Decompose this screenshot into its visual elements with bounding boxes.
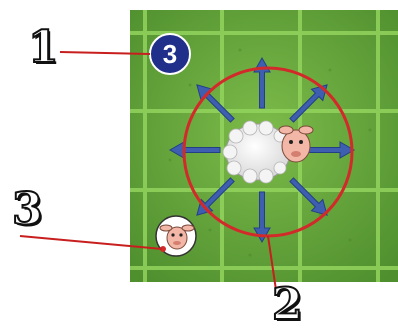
callout-number-2: 2 — [272, 283, 303, 327]
callout-number-1: 1 — [28, 26, 59, 70]
move-count-badge: 3 — [150, 34, 190, 74]
sheep-token-corner — [156, 216, 196, 256]
move-count-value: 3 — [163, 39, 177, 69]
callout-number-3: 3 — [12, 188, 43, 232]
